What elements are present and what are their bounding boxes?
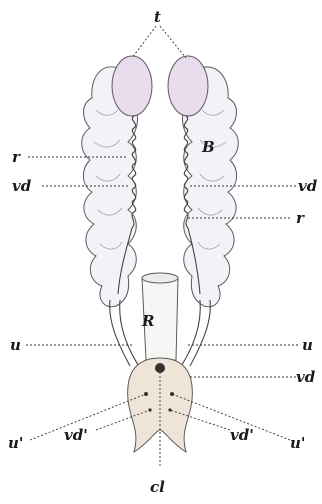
label-rectum: R bbox=[141, 312, 154, 330]
right-papilla bbox=[170, 392, 174, 396]
label-testis: t bbox=[154, 8, 161, 26]
label-r-right: r bbox=[296, 209, 305, 227]
right-testis bbox=[168, 56, 208, 116]
label-kidney: B bbox=[201, 138, 215, 156]
label-u-prime-right: u' bbox=[290, 434, 306, 452]
label-vd-lower-right: vd bbox=[296, 368, 316, 386]
rectum-top bbox=[142, 273, 178, 283]
right-duct bbox=[180, 300, 200, 368]
label-u-right: u bbox=[302, 336, 313, 354]
label-u-left: u bbox=[10, 336, 21, 354]
right-papilla-lower bbox=[168, 408, 171, 411]
left-testis bbox=[112, 56, 152, 116]
label-u-prime-left: u' bbox=[8, 434, 24, 452]
label-cloaca: cl bbox=[150, 478, 165, 496]
label-vd-prime-right: vd' bbox=[230, 426, 254, 444]
label-r-left: r bbox=[12, 148, 21, 166]
label-vd-right: vd bbox=[298, 177, 318, 195]
left-duct bbox=[120, 300, 140, 368]
label-vd-prime-left: vd' bbox=[64, 426, 88, 444]
label-vd-left: vd bbox=[12, 177, 32, 195]
